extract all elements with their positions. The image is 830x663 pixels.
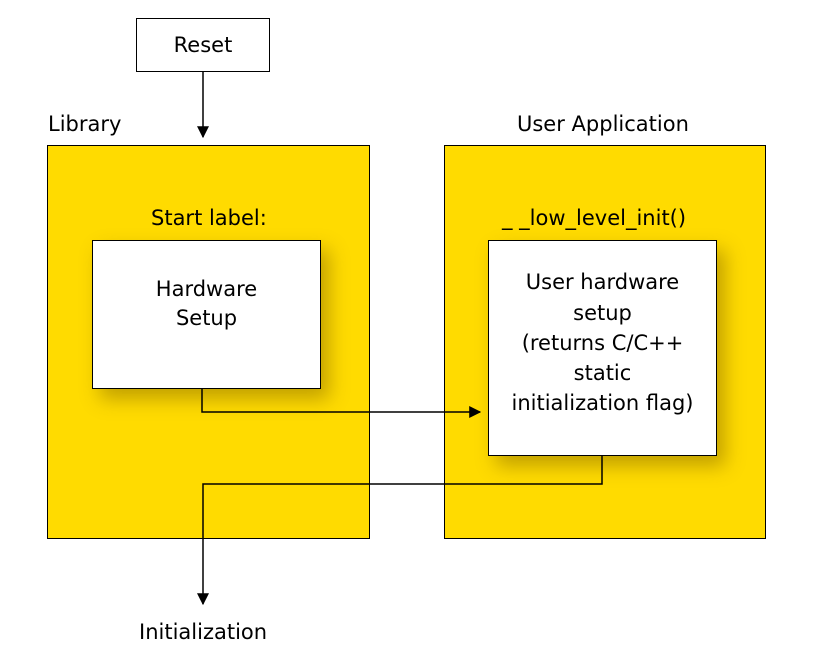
low-level-init-label: _ _low_level_init() [502, 206, 687, 230]
start-label: Start label: [151, 206, 267, 230]
reset-label: Reset [173, 33, 233, 57]
library-label: Library [48, 112, 122, 136]
initialization-label: Initialization [139, 620, 268, 644]
user-hw-line-1: User hardware [525, 270, 680, 294]
hardware-setup-box: Hardware Setup [92, 240, 321, 389]
hardware-setup-line-1: Hardware [155, 277, 258, 301]
user-hw-line-2: setup [573, 301, 632, 325]
user-hw-line-5: initialization flag) [511, 391, 694, 415]
user-hw-line-3: (returns C/C++ [521, 331, 684, 355]
reset-box: Reset [136, 18, 270, 72]
hardware-setup-line-2: Setup [175, 306, 238, 330]
user-hardware-setup-box: User hardware setup (returns C/C++ stati… [488, 240, 717, 456]
user-application-label: User Application [517, 112, 689, 136]
user-hw-line-4: static [573, 361, 632, 385]
